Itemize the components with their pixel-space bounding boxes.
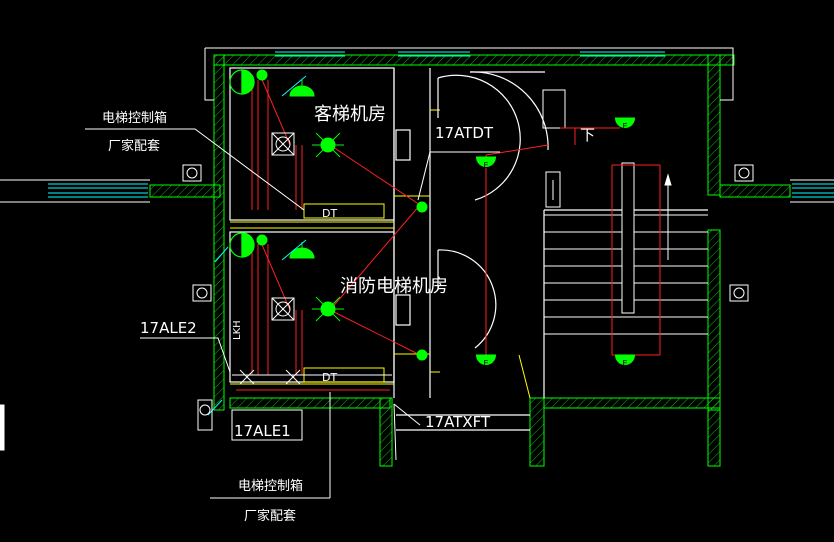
inner-walls <box>229 67 708 431</box>
exit-sign-label: E <box>483 161 488 170</box>
exhaust-fan-icon <box>271 297 295 321</box>
windows <box>48 51 834 198</box>
exit-signs: E E E E <box>476 117 635 368</box>
panel-17atxft-label: 17ATXFT <box>425 413 491 431</box>
light-fixtures <box>256 69 428 361</box>
ctrl-box-note-2: 厂家配套 <box>244 508 296 524</box>
doors <box>437 71 549 349</box>
outer-walls <box>149 54 791 467</box>
ctrl-box-note-1: 厂家配套 <box>108 138 160 154</box>
exit-sign-icon: E <box>476 354 496 368</box>
exit-sign-icon: E <box>476 156 496 170</box>
wall-sockets <box>182 164 754 431</box>
fire-elevator-room-label: 消防电梯机房 <box>340 276 448 297</box>
stairs <box>542 89 708 335</box>
cyan-links <box>207 75 307 416</box>
dt-label-1: DT <box>322 207 337 220</box>
dt-label-2: DT <box>322 371 337 384</box>
wall-lamps <box>229 69 255 258</box>
stair-down-label: 下 <box>580 126 595 144</box>
exit-sign-label: E <box>622 359 627 368</box>
exit-sign-label: E <box>622 122 627 131</box>
parapet-outline <box>0 47 834 451</box>
exit-sign-icon: E <box>615 354 635 368</box>
exhaust-fan-icon <box>271 132 295 156</box>
panel-17ale1-label: 17ALE1 <box>234 422 291 440</box>
leader-lines <box>85 128 500 499</box>
ctrl-box-label-2: 电梯控制箱 <box>238 478 303 494</box>
panel-17ale2-label: 17ALE2 <box>140 319 197 337</box>
switch-label: LKH <box>232 320 243 340</box>
panel-17atdt-label: 17ATDT <box>435 124 494 142</box>
ctrl-box-label-1: 电梯控制箱 <box>102 110 167 126</box>
cable-tray <box>239 369 301 385</box>
exit-sign-label: E <box>483 359 488 368</box>
exit-sign-icon: E <box>615 117 635 131</box>
passenger-elevator-room-label: 客梯机房 <box>314 104 386 125</box>
yellow-lines <box>230 109 531 399</box>
